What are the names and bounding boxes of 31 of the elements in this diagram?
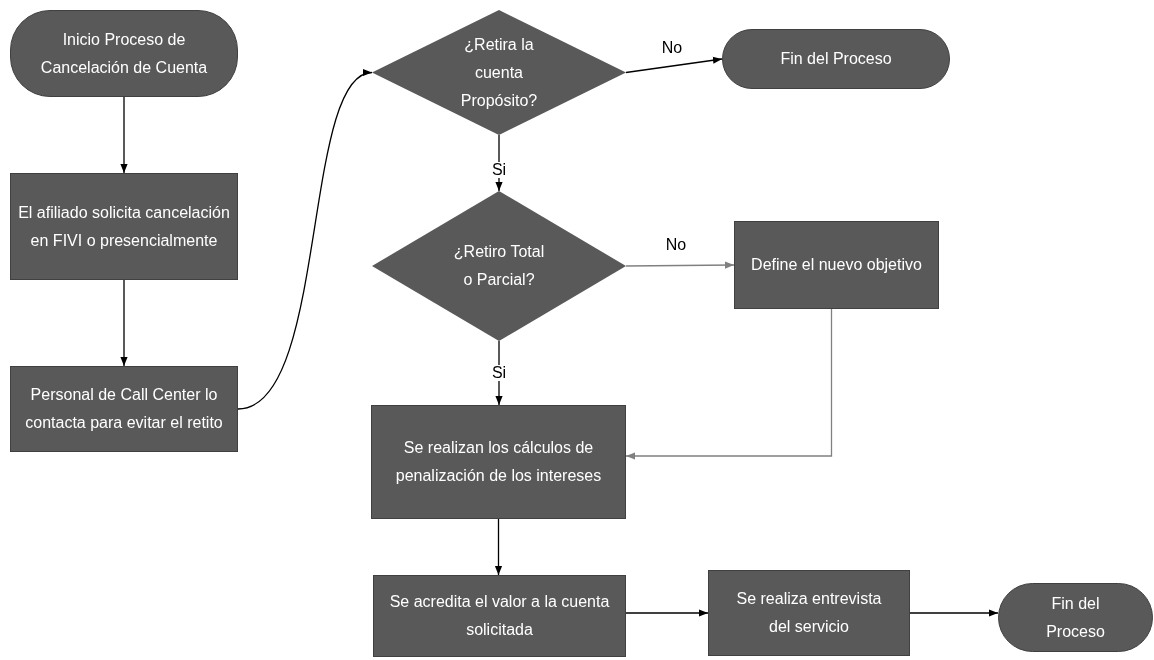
node-text: El afiliado solicita cancelación en FIVI o presencialmente [17, 202, 231, 251]
node-text: Se realizan los cálculos de penalización de los intereses [394, 438, 603, 486]
node-text: ¿Retiro Total o Parcial? [452, 242, 546, 290]
arrow [625, 56, 723, 74]
process-box [373, 575, 626, 657]
node-text: ¿Retira la cuenta Propósito? [459, 34, 539, 111]
node-text: Fin del Proceso [780, 49, 892, 69]
arrow [120, 96, 128, 174]
process-box [734, 221, 939, 309]
process-box [10, 366, 238, 452]
node-text: Se acredita el valor a la cuenta solicitada [388, 592, 611, 640]
arrow [625, 261, 735, 269]
terminal-shape [722, 29, 950, 89]
node-text: Fin del Proceso [1045, 593, 1106, 642]
node-text: Define el nuevo objetivo [751, 255, 922, 275]
decision-diamond [372, 10, 626, 135]
terminal-shape [998, 583, 1153, 652]
node-text: Inicio Proceso de Cancelación de Cuenta [39, 29, 209, 78]
arrow [625, 609, 709, 617]
arrow [909, 609, 999, 617]
process-box [371, 405, 626, 519]
node-text: Se realiza entrevista del servicio [735, 589, 883, 637]
decision-diamond [372, 191, 626, 341]
node-text: Personal de Call Center lo contacta para evitar el retito [24, 385, 224, 433]
arrow [237, 71, 373, 410]
process-box [708, 570, 910, 656]
arrow [120, 279, 128, 367]
arrow [494, 518, 503, 576]
process-box [10, 173, 238, 280]
arrow [625, 308, 833, 460]
arrow [495, 340, 503, 406]
